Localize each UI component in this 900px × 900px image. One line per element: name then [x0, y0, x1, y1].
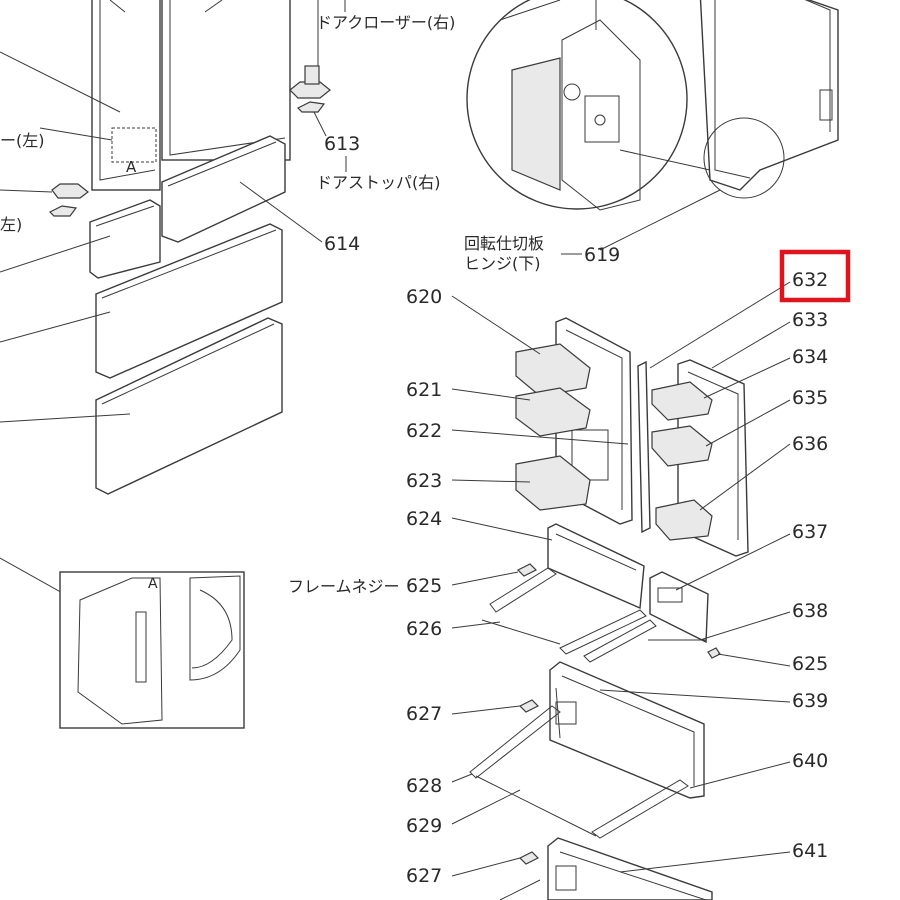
part-625-upper: 625 [406, 575, 442, 597]
drawer-front-middle [95, 223, 283, 379]
part-614: 614 [324, 233, 360, 255]
small-drawer-front-left [89, 199, 161, 279]
part-621: 621 [406, 379, 442, 401]
part-626: 626 [406, 618, 442, 640]
drawer-front-614 [161, 135, 286, 243]
left-door-panel [91, 0, 161, 191]
hinge-detail-circle [466, 0, 688, 211]
part-633: 633 [792, 309, 828, 331]
door-pocket-623 [515, 455, 591, 511]
door-frame-right-top [699, 0, 839, 199]
part-639: 639 [792, 690, 828, 712]
part-625-lower: 625 [792, 653, 828, 675]
detail-inset-a [59, 571, 245, 729]
part-613: 613 [324, 133, 360, 155]
label-door-closer-right: ドアクローザー(右) [316, 13, 455, 32]
right-door-panel [161, 0, 291, 161]
part-637: 637 [792, 521, 828, 543]
part-628: 628 [406, 775, 442, 797]
label-left-partial-1: ー(左) [0, 131, 45, 150]
drawer-rail-626 [481, 567, 647, 655]
label-door-stopper-right: ドアストッパ(右) [316, 173, 441, 192]
drawer-front-bottom [95, 317, 283, 495]
door-pocket-636 [655, 499, 713, 541]
part-640: 640 [792, 750, 828, 772]
door-closer-right-part [289, 65, 331, 113]
screw-625-right [707, 647, 721, 659]
drawer-front-637 [649, 571, 709, 644]
drawer-front-639 [549, 661, 705, 799]
part-636: 636 [792, 433, 828, 455]
detail-marker-a-inset: A [148, 576, 158, 592]
label-left-partial-2: 左) [0, 215, 22, 234]
part-620: 620 [406, 286, 442, 308]
door-hinge-left [48, 183, 89, 217]
screw-627-lower [518, 851, 540, 865]
drawer-front-624 [547, 523, 645, 610]
door-gasket-strip [637, 360, 651, 534]
door-pocket-635 [651, 425, 713, 467]
door-pocket-634 [651, 381, 713, 421]
drawer-rail-638 [583, 619, 706, 663]
part-619: 619 [584, 244, 620, 266]
part-623: 623 [406, 470, 442, 492]
part-624: 624 [406, 508, 442, 530]
part-638: 638 [792, 600, 828, 622]
label-hinge-line1: 回転仕切板 [464, 234, 544, 253]
label-hinge-line2: ヒンジ(下) [464, 254, 541, 273]
screw-625-left [516, 563, 538, 577]
part-627-lower: 627 [406, 865, 442, 887]
part-632: 632 [792, 269, 828, 291]
highlight-box-632 [779, 249, 851, 303]
door-pocket-620 [515, 343, 591, 397]
part-634: 634 [792, 346, 828, 368]
part-635: 635 [792, 387, 828, 409]
part-622: 622 [406, 420, 442, 442]
part-629: 629 [406, 815, 442, 837]
drawer-front-641 [547, 837, 713, 900]
screw-627-upper [518, 699, 540, 713]
part-641: 641 [792, 840, 828, 862]
part-627-upper: 627 [406, 703, 442, 725]
drawer-rail-628 [469, 705, 689, 839]
detail-marker-a: A [126, 158, 137, 176]
door-pocket-621 [515, 387, 591, 437]
label-frame-screw: フレームネジー [288, 577, 400, 596]
